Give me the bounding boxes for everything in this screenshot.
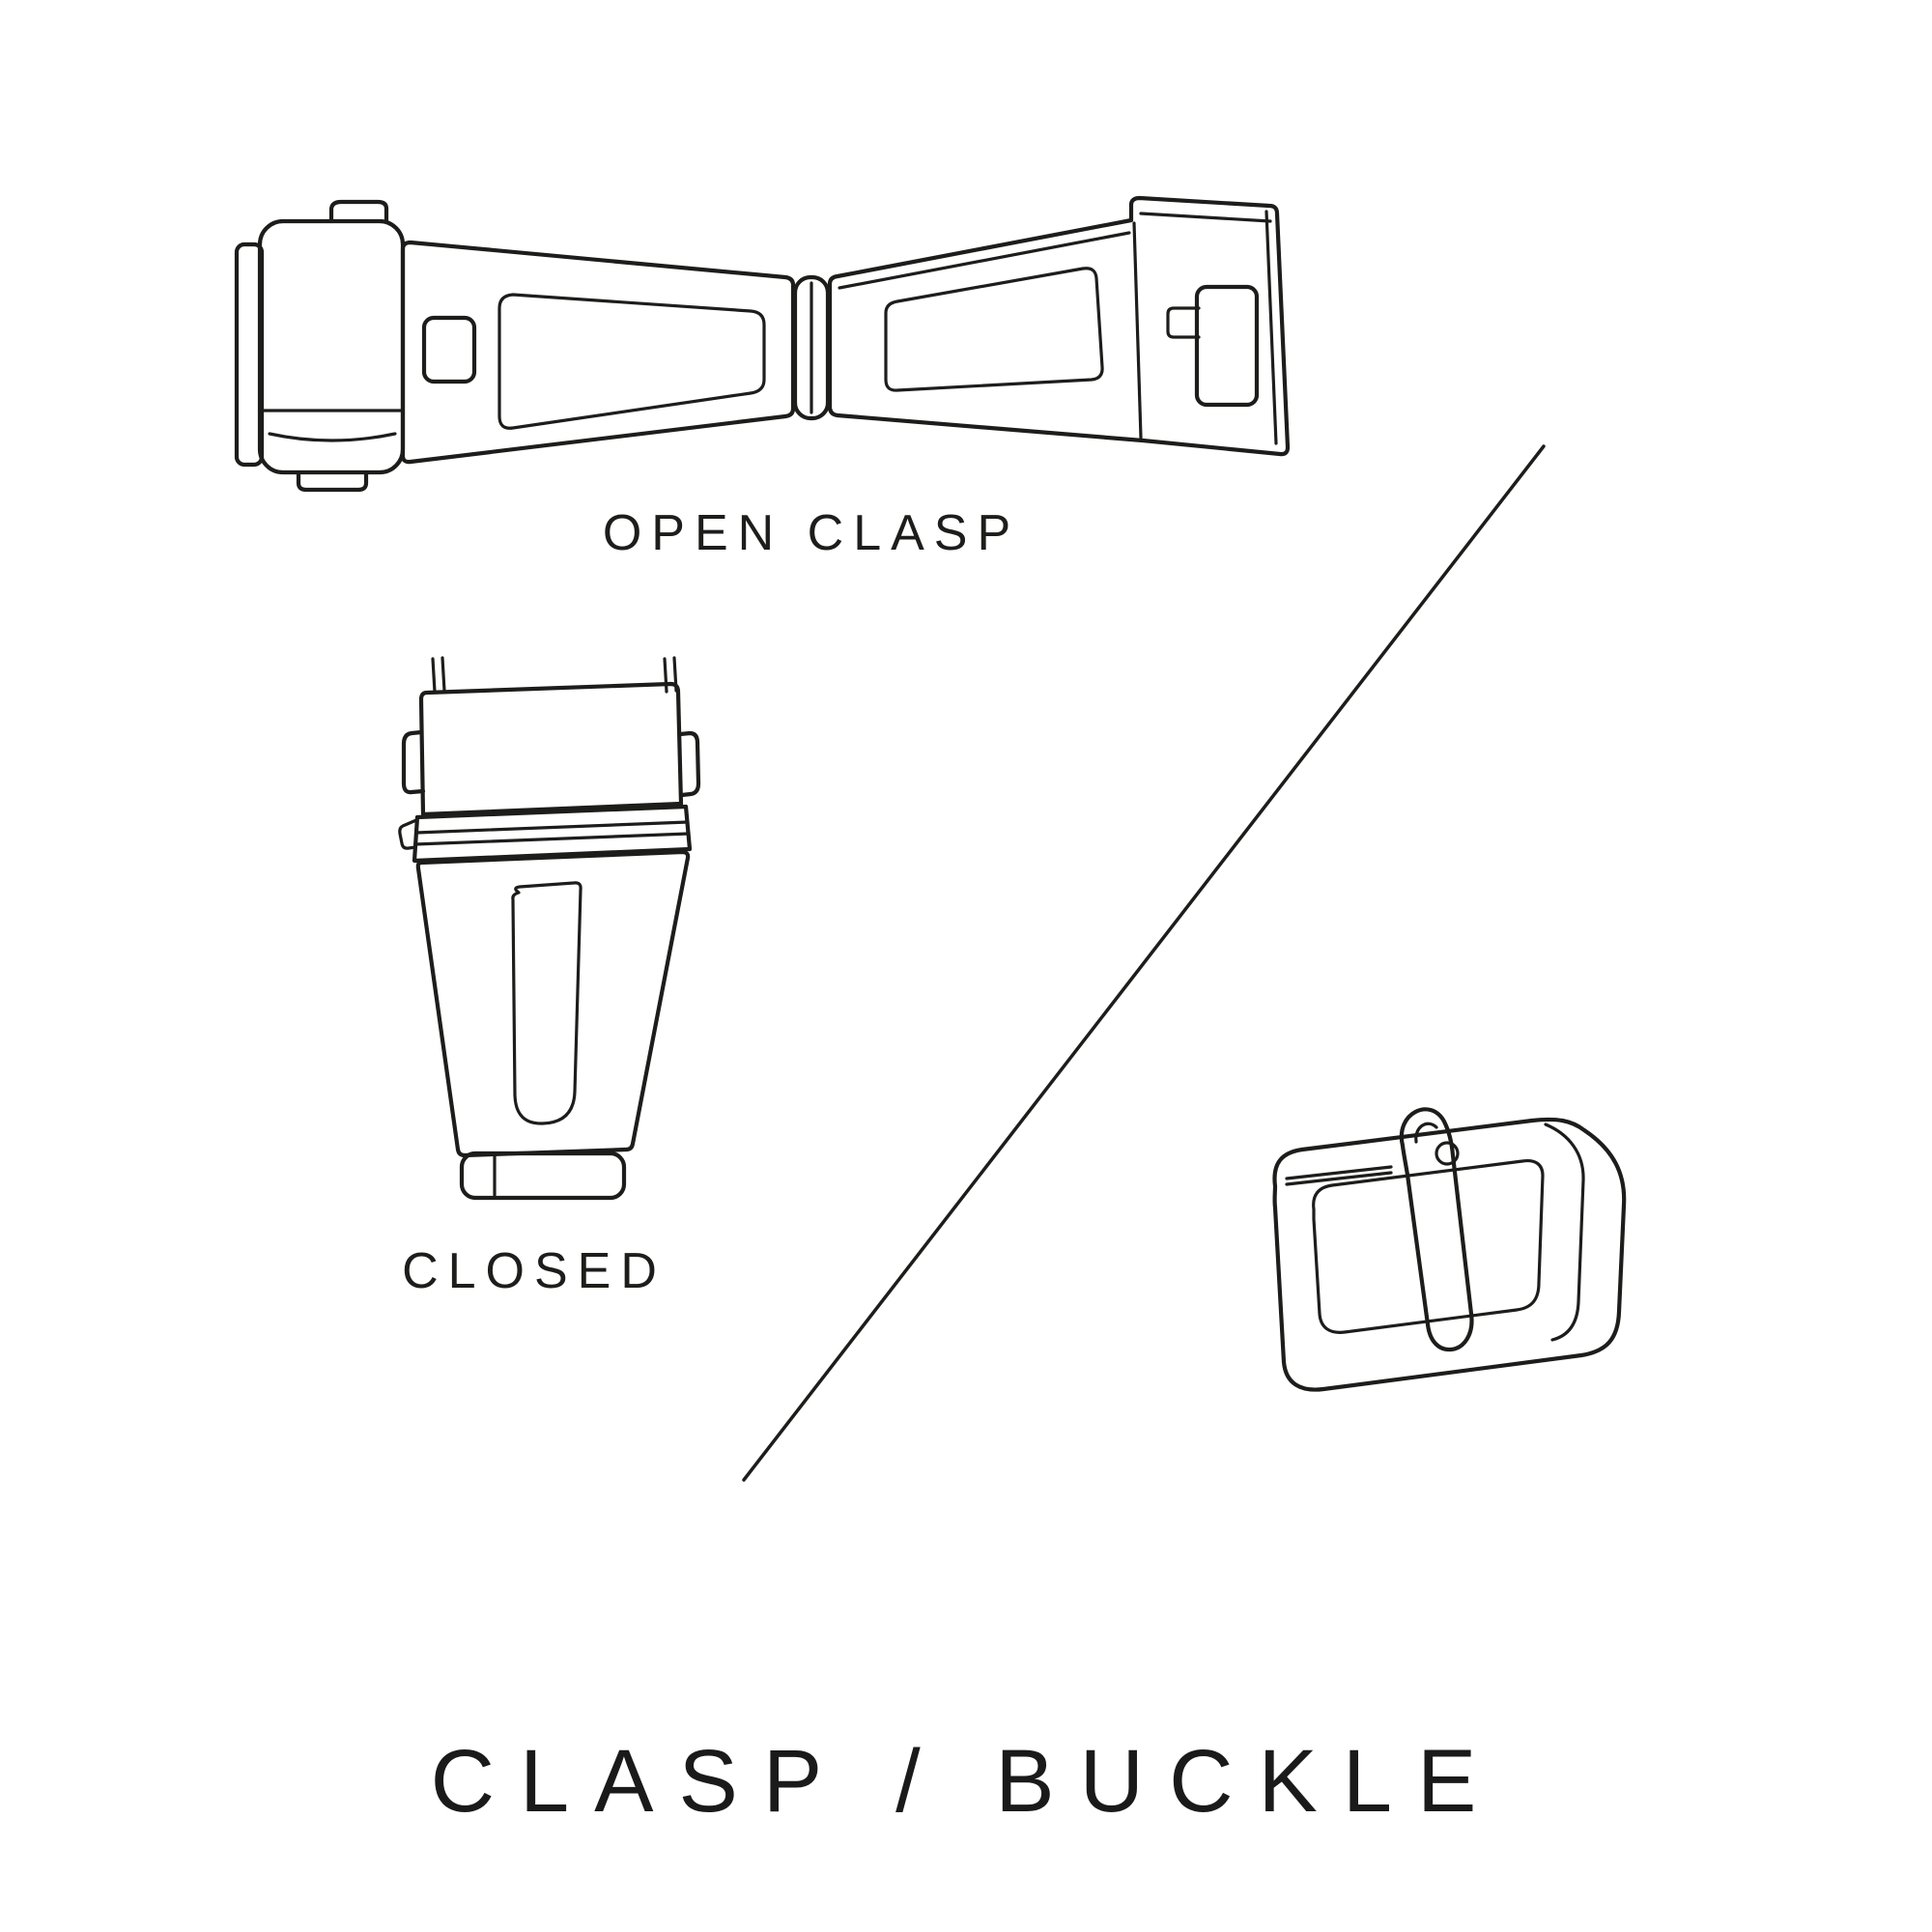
tang-buckle-illustration	[1272, 1107, 1627, 1392]
open-clasp-label: OPEN CLASP	[602, 505, 1021, 561]
page-title: CLASP / BUCKLE	[430, 1732, 1502, 1831]
closed-clasp-figure	[396, 638, 715, 1236]
open-clasp-illustration	[234, 195, 1291, 493]
closed-clasp-illustration	[398, 656, 701, 1201]
closed-clasp-label: CLOSED	[402, 1243, 667, 1299]
open-clasp-figure	[217, 179, 1309, 497]
buckle-figure	[1227, 1082, 1681, 1449]
